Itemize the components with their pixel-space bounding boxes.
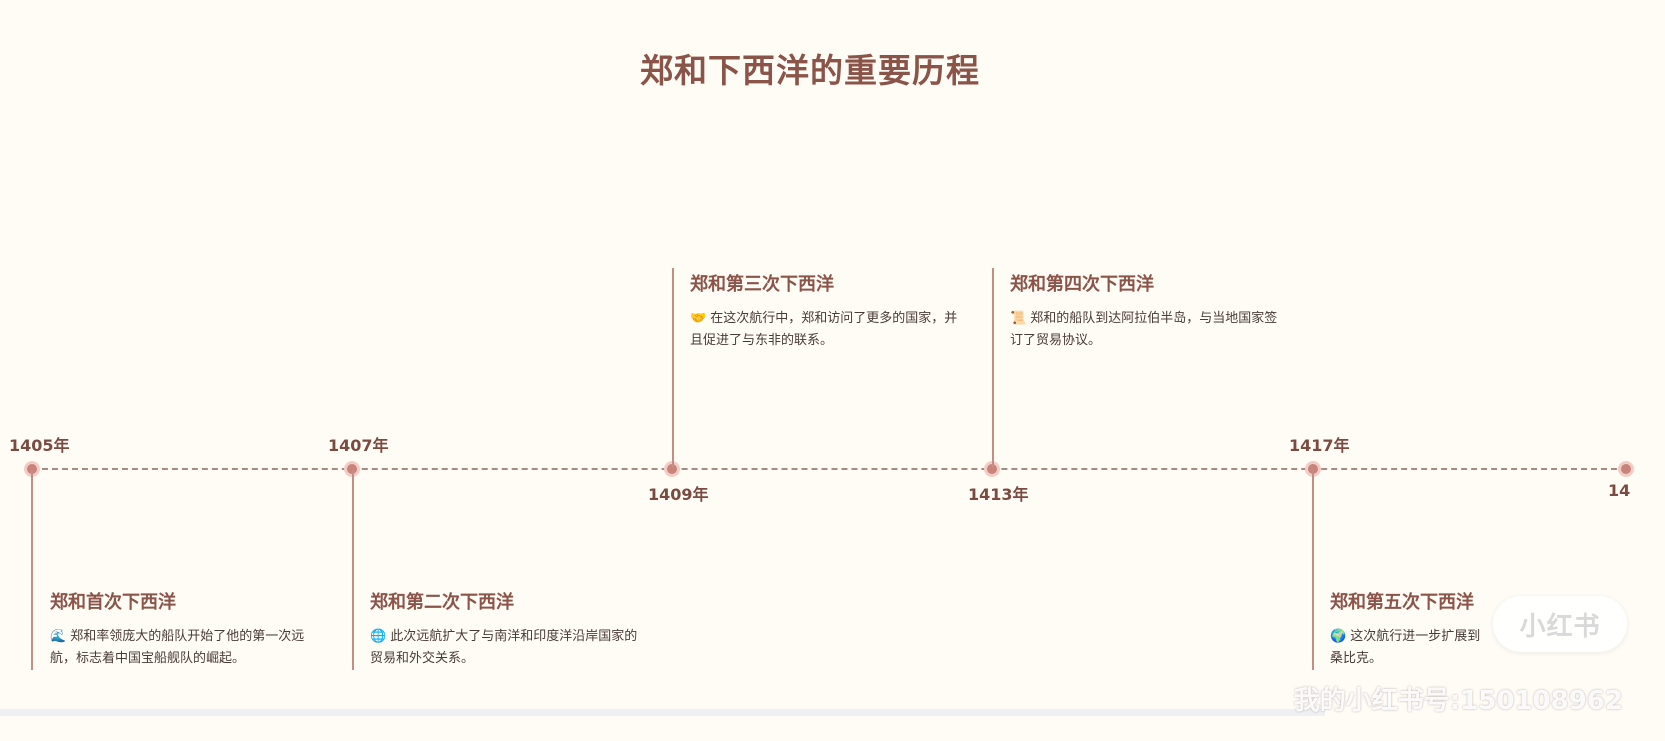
handshake-icon: 🤝 <box>690 311 707 326</box>
year-label: 1409年 <box>648 485 709 504</box>
event-title: 郑和首次下西洋 <box>50 592 176 613</box>
account-watermark: 我的小红书号:150108962 <box>1293 686 1623 716</box>
scroll-icon: 📜 <box>1010 311 1027 326</box>
event-title: 郑和第二次下西洋 <box>370 592 514 613</box>
event-connector <box>672 268 674 468</box>
event-description: 📜郑和的船队到达阿拉伯半岛，与当地国家签订了贸易协议。 <box>1010 308 1290 352</box>
event-description-text: 在这次航行中，郑和访问了更多的国家，并且促进了与东非的联系。 <box>690 311 958 348</box>
event-description: 🤝在这次航行中，郑和访问了更多的国家，并且促进了与东非的联系。 <box>690 308 965 352</box>
year-label: 1405年 <box>9 436 70 455</box>
year-label: 1413年 <box>968 485 1029 504</box>
event-title: 郑和第四次下西洋 <box>1010 274 1154 295</box>
event-connector <box>992 268 994 468</box>
event-card: 郑和第四次下西洋 📜郑和的船队到达阿拉伯半岛，与当地国家签订了贸易协议。 <box>1010 270 1290 352</box>
event-description: 🌐此次远航扩大了与南洋和印度洋沿岸国家的贸易和外交关系。 <box>370 626 650 670</box>
wave-icon: 🌊 <box>50 629 67 644</box>
event-card: 郑和第三次下西洋 🤝在这次航行中，郑和访问了更多的国家，并且促进了与东非的联系。 <box>690 270 965 352</box>
xiaohongshu-logo: 小红书 <box>1493 596 1627 652</box>
event-connector <box>31 470 33 670</box>
timeline-dot <box>1618 461 1634 477</box>
earth-icon: 🌍 <box>1330 629 1347 644</box>
event-connector <box>1312 470 1314 670</box>
event-description-text: 郑和的船队到达阿拉伯半岛，与当地国家签订了贸易协议。 <box>1010 311 1278 348</box>
event-description-text: 这次航行进一步扩展到 <box>1350 629 1481 644</box>
event-title: 郑和第五次下西洋 <box>1330 592 1474 613</box>
timeline-axis <box>32 468 1627 470</box>
event-description-text: 郑和率领庞大的船队开始了他的第一次远航，标志着中国宝船舰队的崛起。 <box>50 629 305 666</box>
globe-icon: 🌐 <box>370 629 387 644</box>
logo-text: 小红书 <box>1519 611 1601 642</box>
event-description-tail: 桑比克。 <box>1330 651 1383 666</box>
page-title: 郑和下西洋的重要历程 <box>640 51 980 90</box>
year-label: 1407年 <box>328 436 389 455</box>
year-label: 14 <box>1608 481 1631 500</box>
year-label: 1417年 <box>1289 436 1350 455</box>
event-description: 🌊郑和率领庞大的船队开始了他的第一次远航，标志着中国宝船舰队的崛起。 <box>50 626 328 670</box>
event-card: 郑和首次下西洋 🌊郑和率领庞大的船队开始了他的第一次远航，标志着中国宝船舰队的崛… <box>50 588 328 670</box>
event-connector <box>352 470 354 670</box>
event-description: 🌍这次航行进一步扩展到桑比克。 <box>1330 626 1610 670</box>
event-description-text: 此次远航扩大了与南洋和印度洋沿岸国家的贸易和外交关系。 <box>370 629 638 666</box>
event-card: 郑和第五次下西洋 🌍这次航行进一步扩展到桑比克。 <box>1330 588 1610 670</box>
event-title: 郑和第三次下西洋 <box>690 274 834 295</box>
event-card: 郑和第二次下西洋 🌐此次远航扩大了与南洋和印度洋沿岸国家的贸易和外交关系。 <box>370 588 650 670</box>
horizontal-scrollbar[interactable] <box>0 709 1325 716</box>
